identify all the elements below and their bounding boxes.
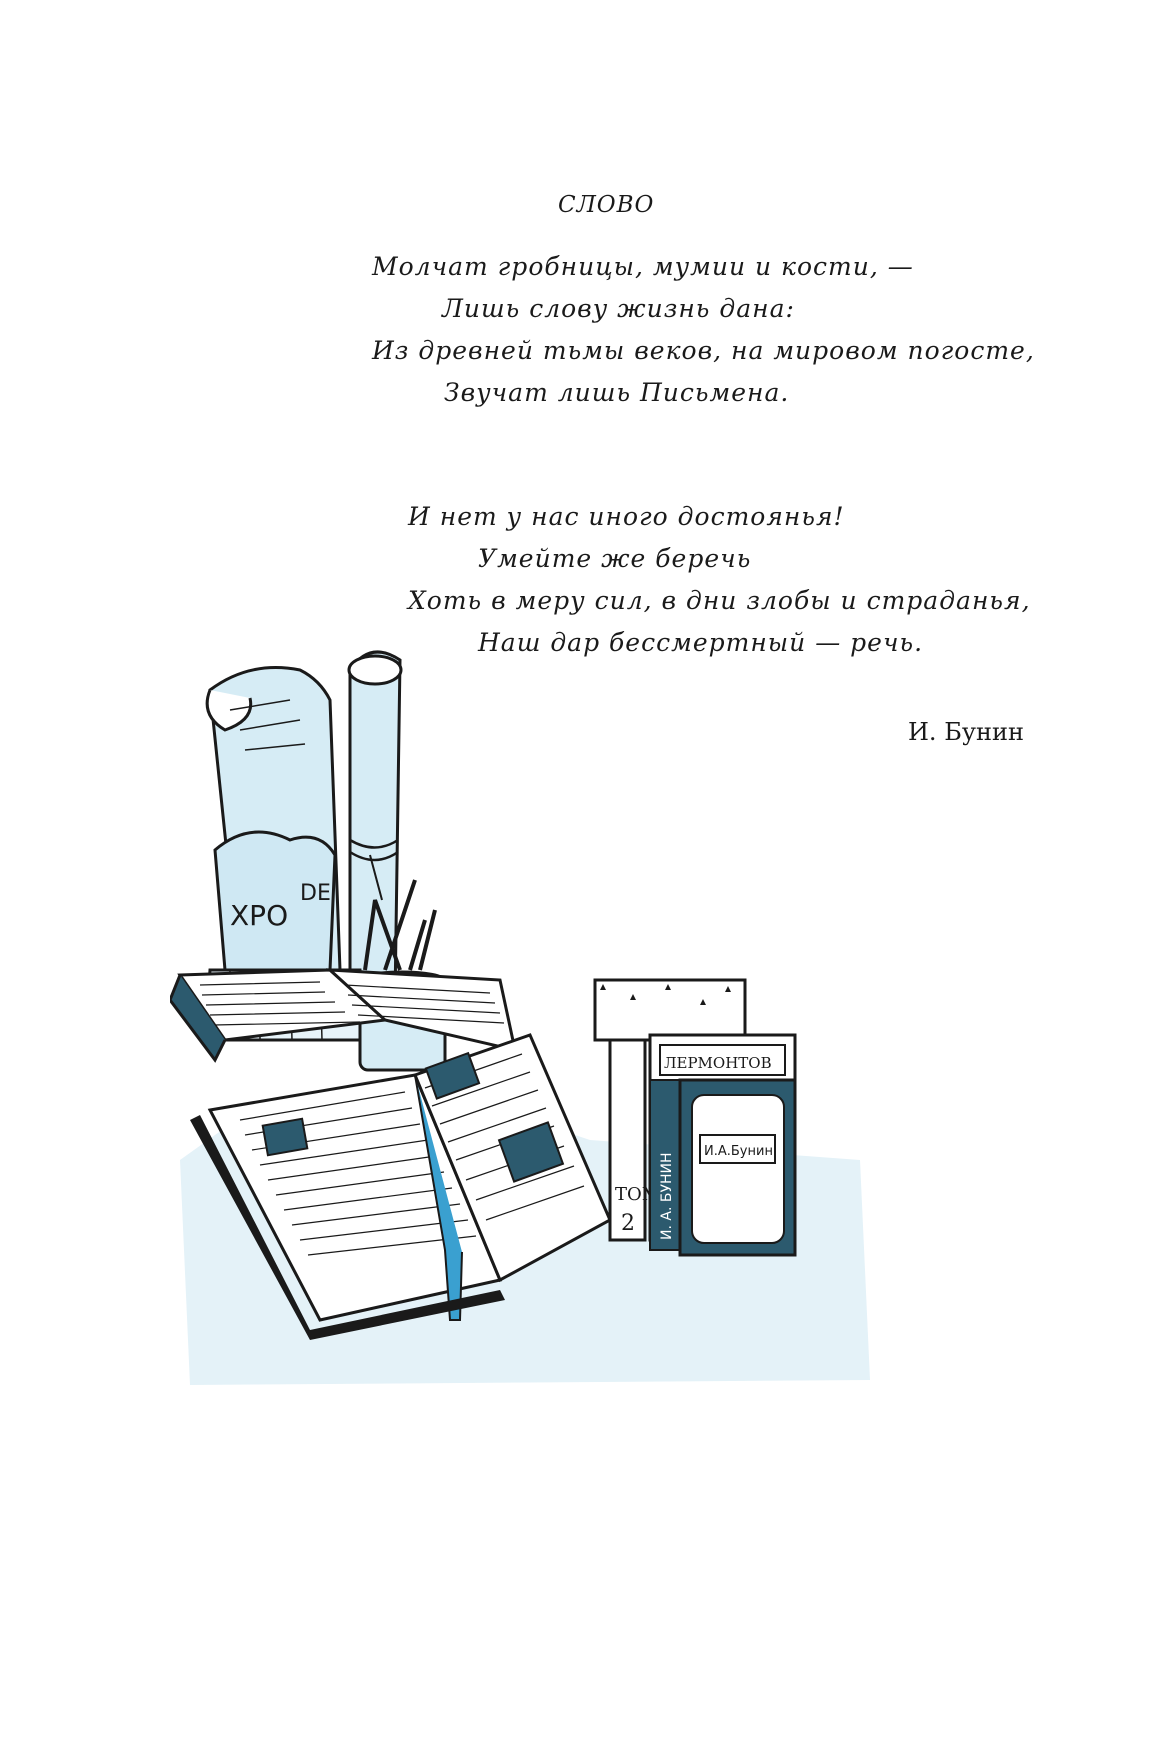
poem-line: Умейте же беречь [478,544,752,573]
open-book-back-icon [170,968,517,1063]
poem-line: Наш дар бессмертный — речь. [478,628,924,657]
poem-line: Из древней тьмы веков, на мировом погост… [372,336,1035,365]
books-and-scrolls-illustration: ХРО DE [170,650,870,1385]
book-bunin-cover: И.А.Бунин [704,1144,773,1159]
poem-author: И. Бунин [908,718,1024,746]
open-book-front-icon [190,1033,612,1340]
lettered-scroll-icon: ХРО DE [213,830,337,972]
poem-line: Лишь слову жизнь дана: [442,294,795,323]
scroll-letters: ХРО [230,899,288,932]
book-lermontov-title: ЛЕРМОНТОВ [664,1054,772,1072]
rolled-scroll-icon [347,650,403,1012]
poem-title: СЛОВО [558,192,655,218]
poem-line: И нет у нас иного достоянья! [408,502,845,531]
poem-line: Звучат лишь Письмена. [444,378,790,407]
scroll-letters: DE [300,881,331,906]
volume-number: 2 [621,1211,635,1236]
poem-line: Молчат гробницы, мумии и кости, — [372,252,914,281]
book-stack-icon: ТОМ 2 ЛЕРМОНТОВ И. А. БУНИН И.А.Бунин [593,978,797,1257]
poem-line: Хоть в меру сил, в дни злобы и страданья… [408,586,1031,615]
book-bunin-spine: И. А. БУНИН [659,1152,675,1240]
